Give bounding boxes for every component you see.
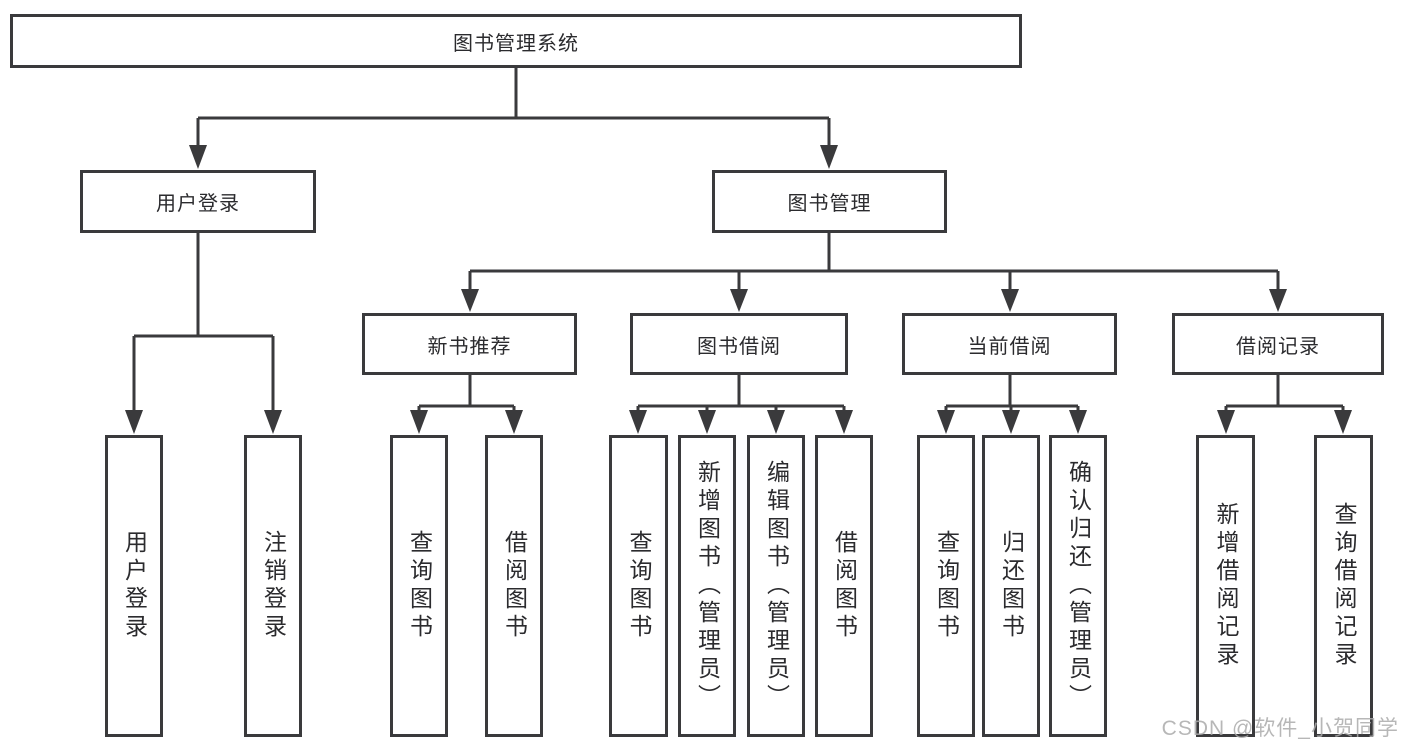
leaf-br-add-record: 新增借阅记录 <box>1196 435 1255 737</box>
arrowhead-nb-borrow <box>505 410 523 434</box>
leaf-bb-add-book-admin: 新增图书（管理员） <box>678 435 736 737</box>
connector-user-login-to-leaves <box>125 233 282 434</box>
arrowhead-br-query <box>1334 410 1352 434</box>
node-record: 借阅记录 <box>1172 313 1384 375</box>
arrowhead-book-mgmt <box>820 145 838 169</box>
leaf-cb-query-book: 查询图书 <box>917 435 975 737</box>
arrowhead-br-add <box>1217 410 1235 434</box>
node-borrow: 图书借阅 <box>630 313 848 375</box>
arrowhead-bb-query <box>629 410 647 434</box>
node-user-login: 用户登录 <box>80 170 316 233</box>
arrowhead-new-book <box>461 289 479 312</box>
arrowhead-bb-borrow <box>835 410 853 434</box>
node-book-mgmt: 图书管理 <box>712 170 947 233</box>
connector-borrow-to-leaves <box>629 375 853 434</box>
arrowhead-cb-query <box>937 410 955 434</box>
arrowhead-bb-add <box>698 410 716 434</box>
leaf-user-login: 用户登录 <box>105 435 163 737</box>
leaf-cb-return-book: 归还图书 <box>982 435 1040 737</box>
connector-book-mgmt-to-level3 <box>461 233 1287 312</box>
node-current: 当前借阅 <box>902 313 1117 375</box>
connector-new-book-to-leaves <box>410 375 523 434</box>
node-new-book: 新书推荐 <box>362 313 577 375</box>
leaf-bb-edit-book-admin: 编辑图书（管理员） <box>747 435 805 737</box>
leaf-bb-query-book: 查询图书 <box>609 435 668 737</box>
leaf-br-query-record: 查询借阅记录 <box>1314 435 1373 737</box>
connector-root-to-level2 <box>189 68 838 169</box>
csdn-watermark: CSDN @软件_小贺同学 <box>1161 717 1399 740</box>
leaf-nb-query-book: 查询图书 <box>390 435 448 737</box>
arrowhead-user-login <box>189 145 207 169</box>
arrowhead-leaf-logout <box>264 410 282 434</box>
leaf-bb-borrow-book: 借阅图书 <box>815 435 873 737</box>
arrowhead-cb-confirm <box>1069 410 1087 434</box>
node-root: 图书管理系统 <box>10 14 1022 68</box>
arrowhead-nb-query <box>410 410 428 434</box>
leaf-cb-confirm-return-admin: 确认归还（管理员） <box>1049 435 1107 737</box>
arrowhead-cb-return <box>1002 410 1020 434</box>
arrowhead-bb-edit <box>767 410 785 434</box>
arrowhead-borrow <box>730 289 748 312</box>
connector-record-to-leaves <box>1217 375 1352 434</box>
arrowhead-record <box>1269 289 1287 312</box>
arrowhead-leaf-login <box>125 410 143 434</box>
leaf-logout: 注销登录 <box>244 435 302 737</box>
arrowhead-current <box>1001 289 1019 312</box>
connector-current-to-leaves <box>937 375 1087 434</box>
leaf-nb-borrow-book: 借阅图书 <box>485 435 543 737</box>
